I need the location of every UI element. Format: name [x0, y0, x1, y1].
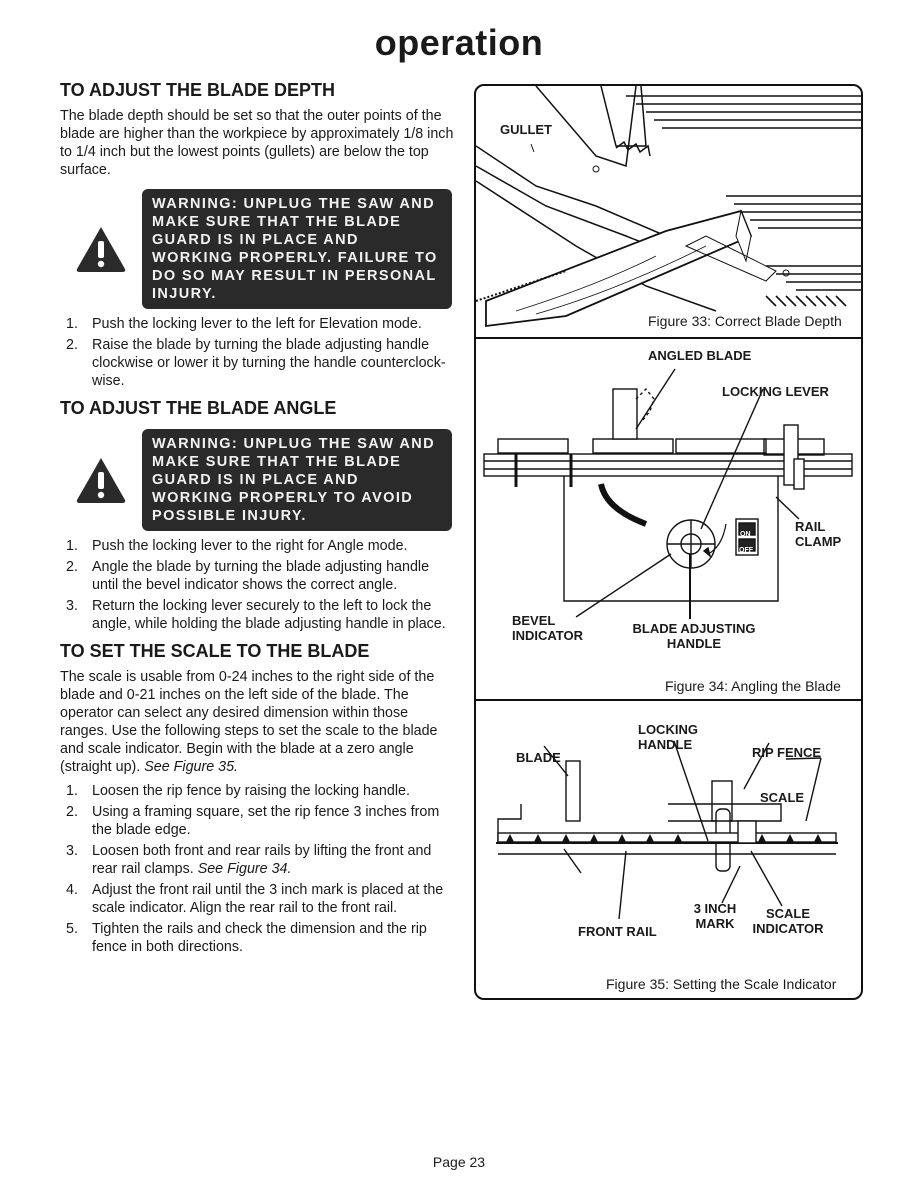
switch-off-label: OFF [739, 547, 753, 554]
label-gullet: GULLET [500, 122, 552, 137]
warning-text-depth: WARNING: UNPLUG THE SAW AND MAKE SURE TH… [142, 189, 452, 309]
list-item: 1.Push the locking lever to the left for… [66, 316, 422, 332]
label-three-inch-mark: 3 INCH MARK [693, 901, 737, 931]
warning-icon [60, 455, 142, 505]
caption-figure-33: Figure 33: Correct Blade Depth [648, 313, 842, 329]
label-front-rail: FRONT RAIL [578, 924, 657, 939]
scale-intro: The scale is usable from 0-24 inches to … [60, 669, 438, 775]
switch-on-label: ON [740, 531, 751, 538]
list-item: 5.Tighten the rails and check the dimens… [66, 921, 427, 955]
list-item: 4.Adjust the front rail until the 3 inch… [66, 882, 444, 916]
label-blade: BLADE [516, 750, 561, 765]
list-item: 1.Push the locking lever to the right fo… [66, 538, 408, 554]
scale-indicator-illustration [496, 740, 838, 920]
label-blade-adjusting-handle: BLADE ADJUSTING HANDLE [632, 621, 756, 651]
list-item: 1.Loosen the rip fence by raising the lo… [66, 783, 410, 799]
list-item: 2.Raise the blade by turning the blade a… [66, 337, 446, 389]
heading-scale: TO SET THE SCALE TO THE BLADE [60, 641, 370, 661]
angle-steps: 1.Push the locking lever to the right fo… [60, 537, 455, 633]
depth-steps: 1.Push the locking lever to the left for… [60, 315, 455, 390]
left-column: TO ADJUST THE BLADE DEPTH The blade dept… [60, 80, 455, 959]
caption-figure-34: Figure 34: Angling the Blade [665, 678, 841, 694]
warning-text-angle: WARNING: UNPLUG THE SAW AND MAKE SURE TH… [142, 429, 452, 531]
label-scale: SCALE [760, 790, 805, 805]
page-number: Page 23 [432, 1154, 486, 1170]
label-rip-fence: RIP FENCE [752, 745, 822, 760]
caption-figure-35: Figure 35: Setting the Scale Indicator [606, 976, 837, 992]
heading-blade-angle: TO ADJUST THE BLADE ANGLE [60, 398, 337, 418]
page-title: operation [374, 22, 544, 63]
list-item: 2.Using a framing square, set the rip fe… [66, 804, 440, 838]
blade-depth-intro: The blade depth should be set so that th… [60, 108, 454, 178]
label-bevel-indicator: BEVEL INDICATOR [512, 613, 584, 643]
label-rail-clamp: RAIL CLAMP [795, 519, 842, 549]
figure-divider [476, 337, 861, 339]
heading-blade-depth: TO ADJUST THE BLADE DEPTH [60, 80, 336, 100]
blade-depth-illustration [476, 86, 861, 328]
label-locking-lever: LOCKING LEVER [722, 384, 829, 399]
list-item: 3.Return the locking lever securely to t… [66, 598, 446, 632]
scale-steps: 1.Loosen the rip fence by raising the lo… [60, 782, 455, 956]
figure-divider [476, 699, 861, 701]
list-item: 2.Angle the blade by turning the blade a… [66, 559, 430, 593]
warning-depth: WARNING: UNPLUG THE SAW AND MAKE SURE TH… [60, 189, 455, 309]
angling-blade-illustration [483, 368, 853, 619]
label-scale-indicator: SCALE INDICATOR [752, 906, 824, 936]
figures-panel: GULLET Figure 33: Correct Blade Depth [474, 84, 863, 1000]
warning-icon [60, 224, 142, 274]
warning-angle: WARNING: UNPLUG THE SAW AND MAKE SURE TH… [60, 429, 455, 531]
label-locking-handle: LOCKING HANDLE [638, 722, 698, 752]
label-angled-blade: ANGLED BLADE [648, 348, 752, 363]
list-item: 3.Loosen both front and rear rails by li… [66, 843, 432, 877]
